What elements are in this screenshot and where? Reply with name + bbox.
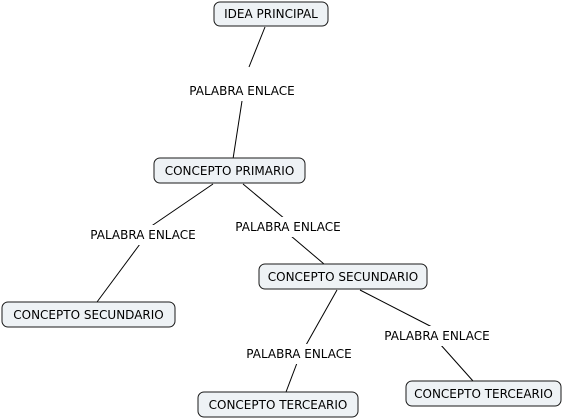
link-words: PALABRA ENLACE PALABRA ENLACE PALABRA EN… — [87, 81, 493, 364]
node-tertiary-left[interactable]: CONCEPTO TERCEARIO — [197, 391, 359, 418]
node-main-idea-label: IDEA PRINCIPAL — [224, 7, 318, 21]
node-main-idea[interactable]: IDEA PRINCIPAL — [213, 1, 329, 27]
link-word-bg — [186, 81, 298, 101]
link-word-main-to-primary: PALABRA ENLACE — [189, 84, 294, 98]
edge-main-to-link1 — [248, 26, 266, 68]
node-tertiary-right-label: CONCEPTO TERCEARIO — [414, 387, 553, 401]
node-secondary-left-label: CONCEPTO SECUNDARIO — [13, 308, 164, 322]
edge-link1-to-primary — [232, 100, 243, 160]
edge-secondary-to-link4 — [305, 289, 338, 346]
link-word-primary-to-secondary-left: PALABRA ENLACE — [90, 228, 195, 242]
link-word-bg — [232, 217, 344, 237]
edge-link2-to-secondary-left — [96, 243, 141, 303]
edge-primary-to-link2 — [149, 183, 214, 228]
edge-link4-to-tertiary-left — [285, 362, 298, 393]
connectors — [96, 26, 474, 393]
link-word-secondary-to-tertiary-left: PALABRA ENLACE — [246, 347, 351, 361]
node-primary[interactable]: CONCEPTO PRIMARIO — [153, 157, 306, 184]
edge-link3-to-secondary-right — [290, 235, 325, 265]
link-word-bg — [243, 344, 355, 364]
link-word-bg — [381, 326, 493, 346]
node-primary-label: CONCEPTO PRIMARIO — [165, 164, 295, 178]
edge-link5-to-tertiary-right — [439, 343, 474, 382]
node-tertiary-right[interactable]: CONCEPTO TERCEARIO — [405, 380, 562, 407]
link-word-primary-to-secondary-right: PALABRA ENLACE — [235, 220, 340, 234]
edge-primary-to-link3 — [242, 183, 286, 220]
node-tertiary-left-label: CONCEPTO TERCEARIO — [209, 398, 348, 412]
node-secondary-right-label: CONCEPTO SECUNDARIO — [268, 270, 419, 284]
edge-secondary-to-link5 — [359, 289, 433, 328]
node-secondary-right[interactable]: CONCEPTO SECUNDARIO — [258, 263, 428, 290]
link-word-bg — [87, 225, 199, 245]
node-secondary-left[interactable]: CONCEPTO SECUNDARIO — [1, 301, 176, 328]
link-word-secondary-to-tertiary-right: PALABRA ENLACE — [384, 329, 489, 343]
